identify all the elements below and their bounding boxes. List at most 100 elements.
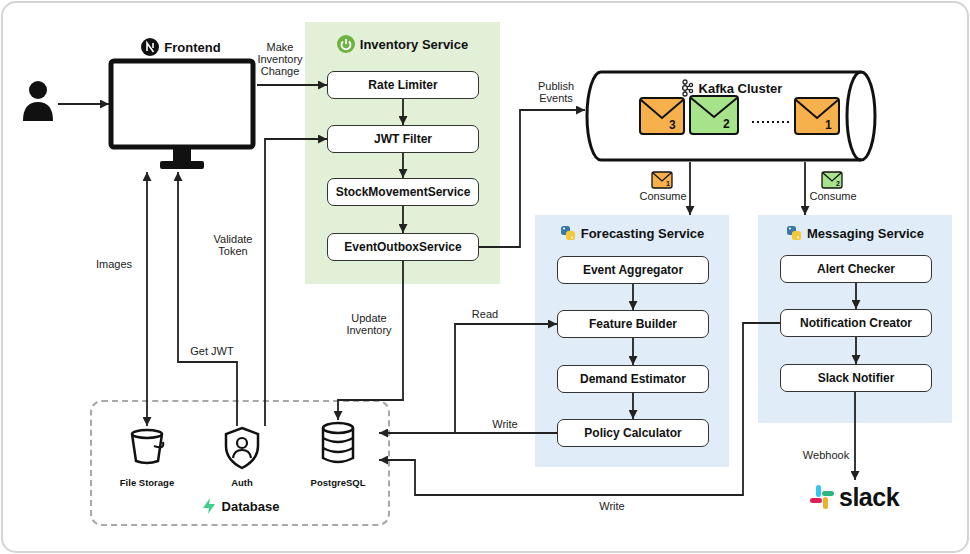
- consume-message: [652, 172, 672, 188]
- kafka-icon-part-part: [682, 86, 687, 91]
- service-panel-heading-row: Inventory Service: [305, 35, 500, 53]
- monitor-shape: [105, 58, 257, 172]
- kafka-cylinder-part: [847, 72, 861, 160]
- edge-label: Update Inventory: [341, 312, 397, 336]
- connector: [338, 261, 403, 420]
- process-box: Rate Limiter: [327, 71, 479, 99]
- frontend-monitor: Frontend: [105, 38, 257, 172]
- connector: [146, 172, 148, 426]
- shield-icon: [223, 426, 261, 470]
- message-number: 1: [825, 119, 832, 131]
- shield-icon-part: [226, 428, 258, 468]
- service-panel: Inventory ServiceRate LimiterJWT FilterS…: [305, 22, 500, 284]
- database-icon: [318, 420, 358, 466]
- connector: [804, 162, 806, 215]
- bucket-icon-part: [132, 434, 162, 463]
- edge-label: Make Inventory Change: [252, 41, 308, 77]
- connector: [178, 172, 237, 426]
- connector: [379, 432, 557, 434]
- box-text: Notification Creator: [800, 316, 912, 330]
- box-text: EventOutboxService: [344, 240, 461, 254]
- bucket-icon-part: [154, 442, 163, 447]
- process-box: StockMovementService: [327, 178, 479, 206]
- process-box: Notification Creator: [780, 309, 932, 337]
- python-icon-part: [566, 231, 575, 240]
- slack-logo-part: [822, 491, 834, 496]
- edge-label: Publish Events: [531, 80, 581, 104]
- kafka-icon-part-part: [689, 83, 692, 86]
- connector: [689, 162, 691, 215]
- service-panel: Forecasting ServiceEvent AggregatorFeatu…: [535, 215, 729, 467]
- user-body: [23, 102, 53, 121]
- user-arrow: [58, 103, 109, 105]
- slack-logo: [808, 483, 836, 511]
- service-panel: Messaging ServiceAlert CheckerNotificati…: [758, 215, 952, 423]
- auth-icon-node: Auth: [207, 426, 277, 488]
- process-box: JWT Filter: [327, 125, 479, 153]
- process-box: Policy Calculator: [557, 419, 709, 447]
- service-panel-heading-row: Forecasting Service: [535, 225, 729, 241]
- edge-label: Consume: [628, 190, 698, 202]
- nextjs-icon-part: [141, 38, 159, 56]
- kafka-icon: [680, 79, 694, 97]
- consume-message: [822, 172, 842, 188]
- box-text: StockMovementService: [336, 185, 471, 199]
- envelope-body: [652, 172, 672, 188]
- kafka-cylinder: Kafka Cluster: [585, 70, 877, 162]
- user-icon: [23, 81, 53, 121]
- edge-label: Webhook: [796, 449, 856, 461]
- envelope-body: [822, 172, 842, 188]
- edge-label: Get JWT: [182, 345, 242, 357]
- node-heading: Frontend: [164, 40, 220, 55]
- database-icon-part-part: [323, 423, 353, 433]
- shield-icon-part: [237, 438, 247, 448]
- storage-icon-node: File Storage: [107, 426, 187, 488]
- logo-text: slack: [839, 483, 899, 512]
- box-text: JWT Filter: [374, 132, 432, 146]
- edge-label: Write: [480, 418, 530, 430]
- process-box: Demand Estimator: [557, 365, 709, 393]
- python-icon-part: [563, 228, 565, 230]
- service-panel-heading-row: Messaging Service: [758, 225, 952, 241]
- envelope-flap: [823, 173, 841, 181]
- message-number: 3: [669, 119, 676, 131]
- panel-heading: Forecasting Service: [581, 226, 705, 241]
- edge-label: Consume: [798, 190, 868, 202]
- box-text: Policy Calculator: [584, 426, 681, 440]
- message-number: 2: [723, 118, 730, 130]
- supabase-icon-part: [203, 498, 215, 514]
- spring-icon-part: [345, 39, 347, 44]
- supabase-icon: [201, 497, 217, 515]
- edge-label: Validate Token: [208, 233, 258, 257]
- kafka-cylinder-heading-row: Kafka Cluster: [585, 79, 877, 97]
- process-box: EventOutboxService: [327, 233, 479, 261]
- python-icon-part: [792, 231, 801, 240]
- box-text: Slack Notifier: [818, 371, 895, 385]
- python-icon-part: [789, 228, 791, 230]
- process-box: Feature Builder: [557, 310, 709, 338]
- kafka-icon-part-part: [685, 84, 690, 92]
- database-group: DatabaseFile StorageAuthPostgreSQL: [90, 400, 390, 526]
- panel-heading: Inventory Service: [360, 37, 468, 52]
- slack-logo-part: [810, 498, 822, 503]
- box-text: Event Aggregator: [583, 263, 683, 277]
- message-number: 1: [666, 180, 670, 187]
- database-icon-node: PostgreSQL: [297, 420, 379, 488]
- frontend-monitor-heading-row: Frontend: [105, 38, 257, 56]
- bucket-icon-part: [132, 430, 162, 438]
- kafka-icon-part-part: [689, 89, 692, 92]
- box-text: Demand Estimator: [580, 372, 686, 386]
- process-box: Event Aggregator: [557, 256, 709, 284]
- node-heading: Kafka Cluster: [699, 81, 783, 96]
- process-box: Slack Notifier: [780, 364, 932, 392]
- edge-label: Images: [84, 258, 144, 270]
- python-icon-part: [571, 237, 573, 239]
- panel-heading: Messaging Service: [807, 226, 924, 241]
- kafka-icon-part: [682, 80, 692, 96]
- envelope-flap: [653, 173, 671, 181]
- kafka-cylinder-part: [587, 72, 875, 160]
- icon-label: File Storage: [120, 477, 174, 488]
- slack-logo-part: [823, 497, 828, 509]
- message-number: 2: [836, 180, 840, 187]
- spring-icon: [337, 35, 355, 53]
